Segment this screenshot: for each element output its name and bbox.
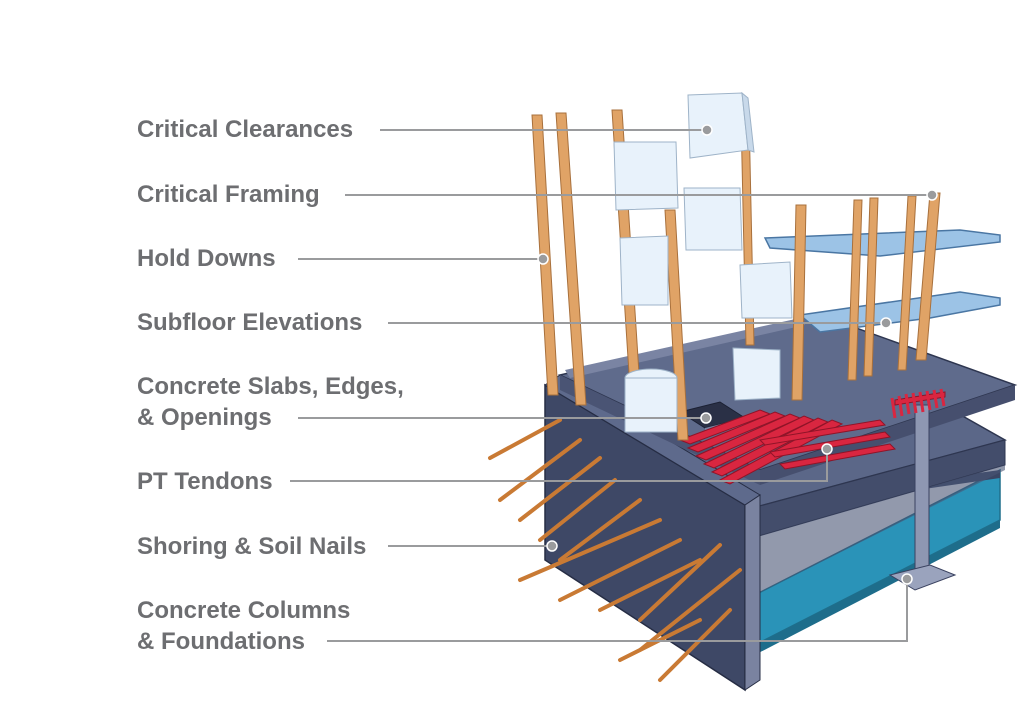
label-critical-framing: Critical Framing xyxy=(137,181,320,208)
soil-nails-group xyxy=(488,418,742,682)
label-concrete-slabs-line1: Concrete Slabs, Edges, xyxy=(137,373,404,400)
label-pt-tendons: PT Tendons xyxy=(137,468,273,495)
label-critical-clearances: Critical Clearances xyxy=(137,116,354,143)
leader-dots xyxy=(537,124,938,585)
label-concrete-columns: Concrete Columns & Foundations xyxy=(137,595,350,657)
label-concrete-columns-line1: Concrete Columns xyxy=(137,597,351,624)
label-shoring-soil-nails: Shoring & Soil Nails xyxy=(137,533,367,560)
label-concrete-slabs-line2: & Openings xyxy=(137,404,272,431)
label-concrete-columns-line2: & Foundations xyxy=(137,628,305,655)
clearance-boxes xyxy=(613,91,793,433)
label-hold-downs: Hold Downs xyxy=(137,245,276,272)
pt-tendon-ends xyxy=(890,388,946,419)
pt-tendons-group xyxy=(678,391,946,485)
leader-lines xyxy=(290,129,932,642)
label-subfloor-elevations: Subfloor Elevations xyxy=(137,309,363,336)
label-concrete-slabs: Concrete Slabs, Edges, & Openings xyxy=(137,371,404,433)
